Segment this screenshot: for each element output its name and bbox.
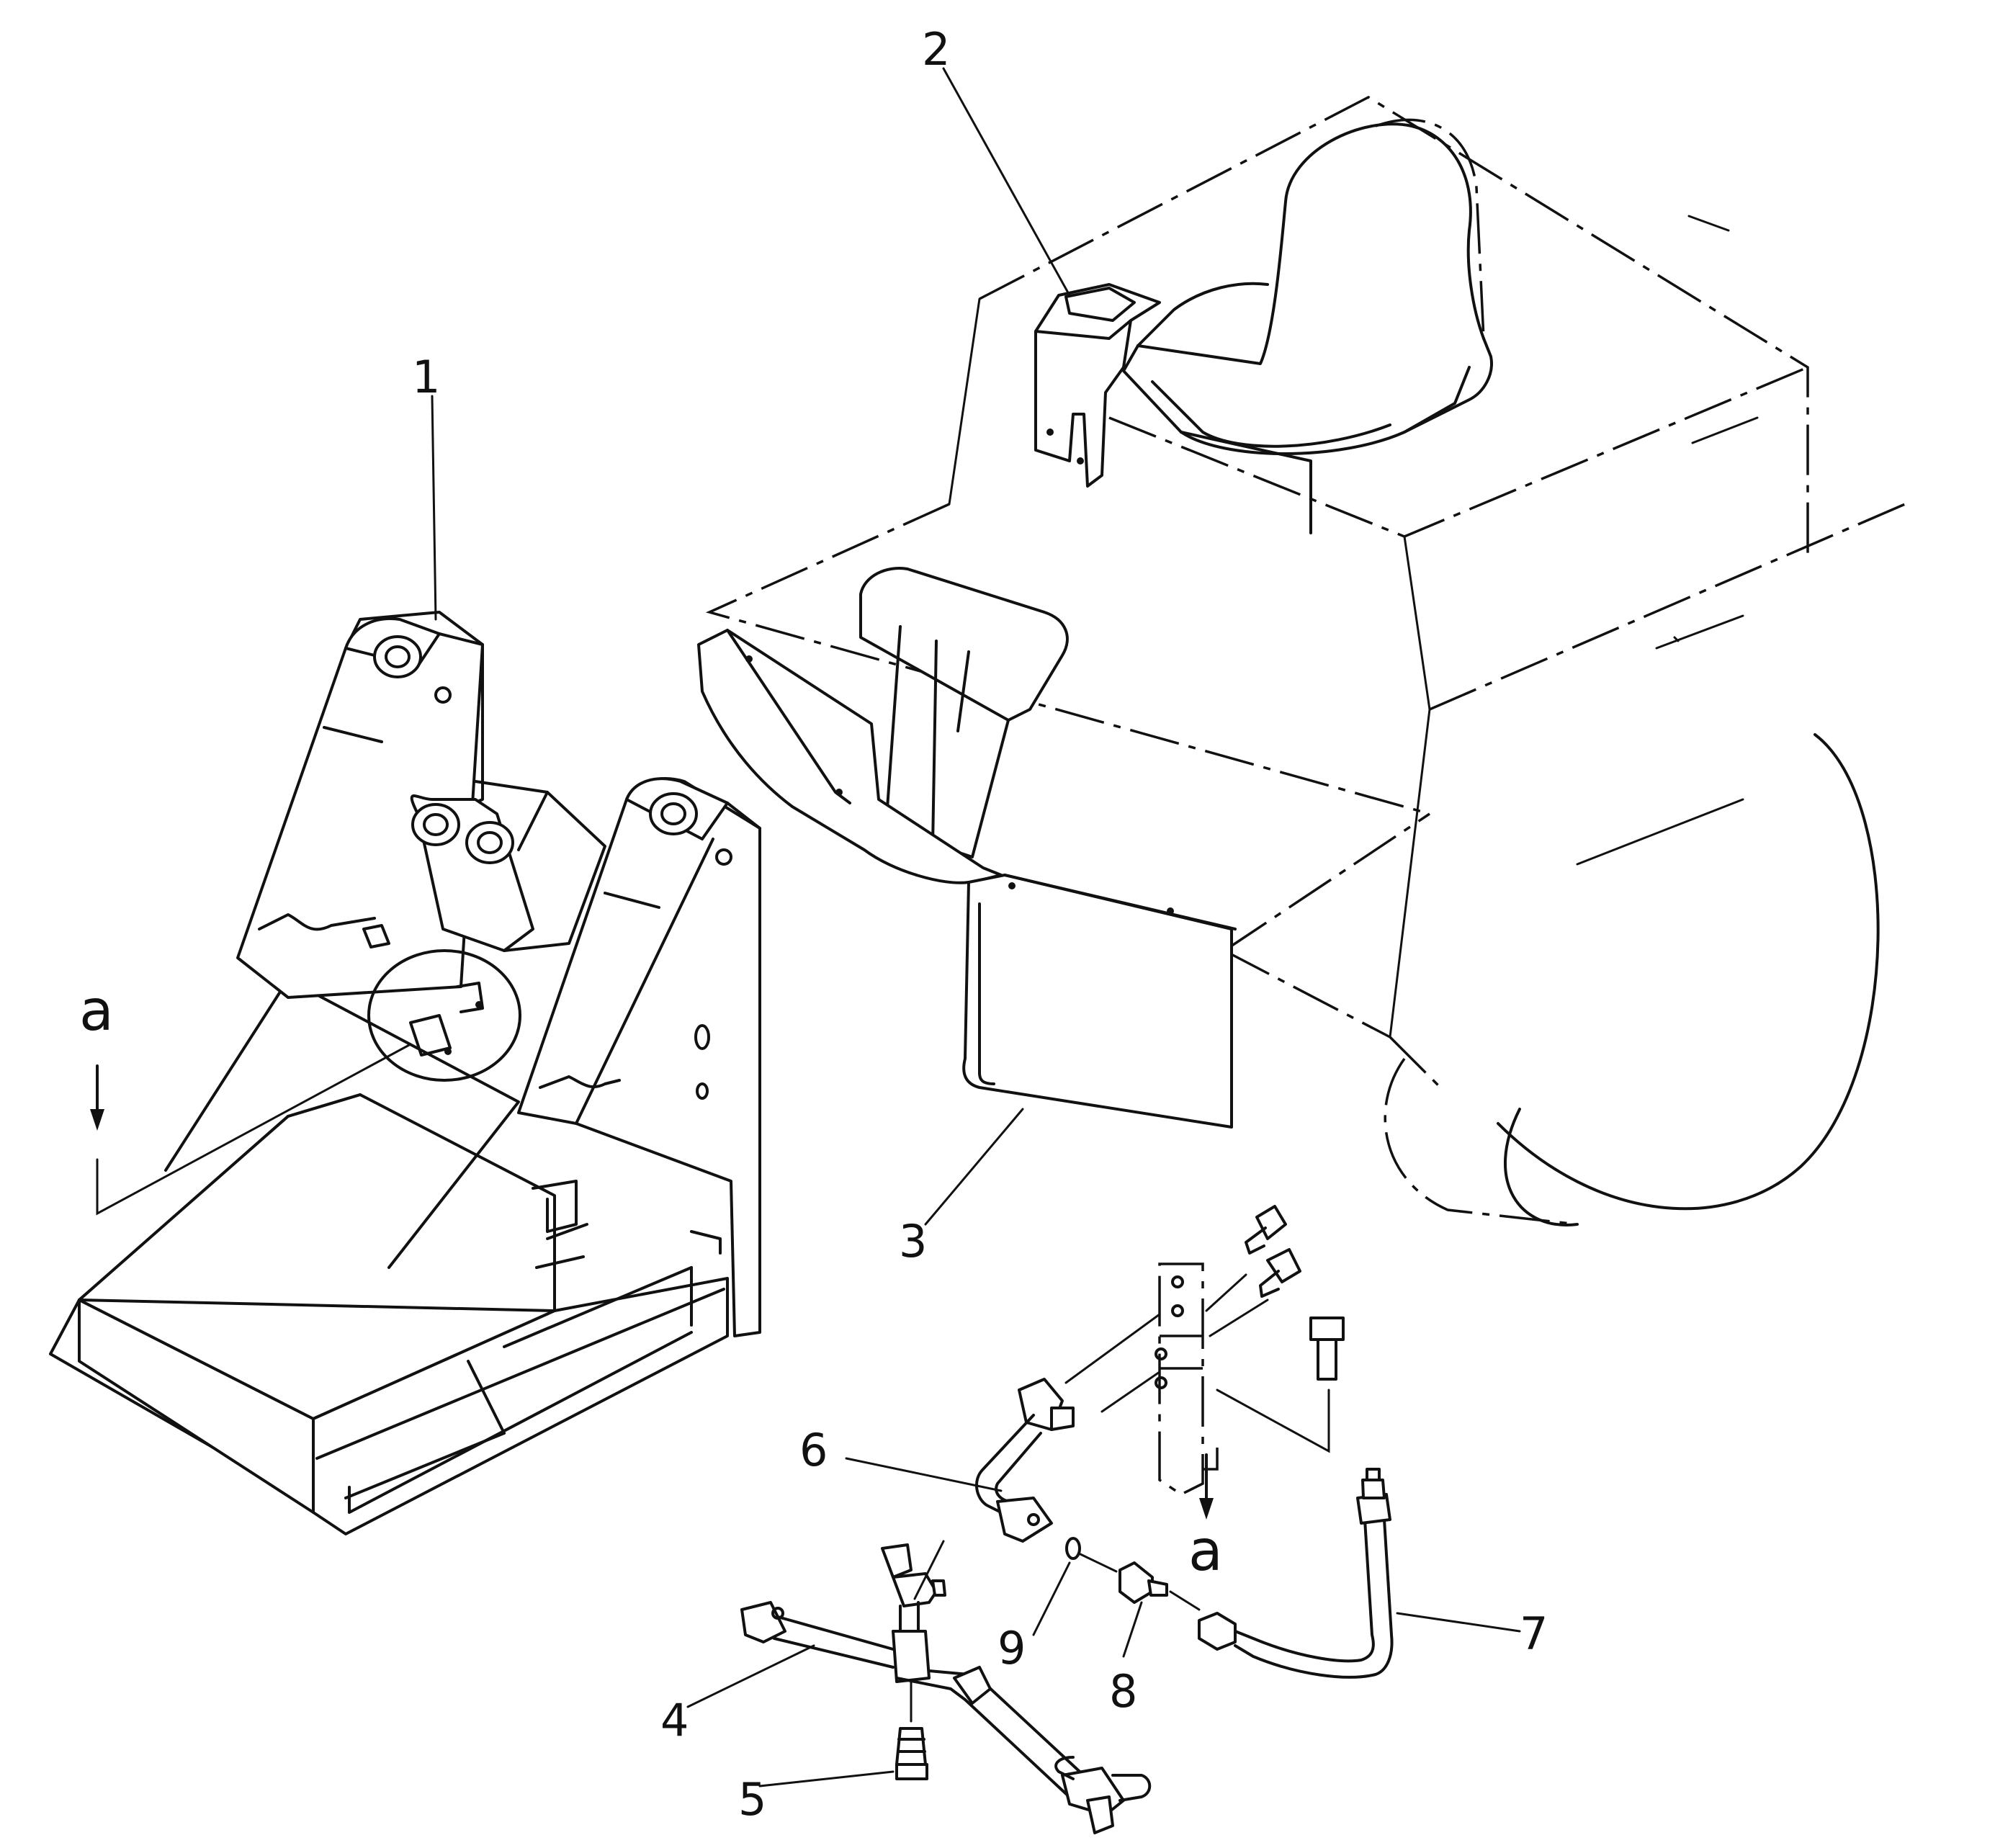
part-6-pipe xyxy=(974,1378,1075,1543)
part-4-manifold xyxy=(740,1543,1152,1834)
callout-2: 2 xyxy=(922,23,950,76)
machine-body-outline xyxy=(705,95,1906,1089)
callout-6: 6 xyxy=(799,1424,828,1476)
callout-5: 5 xyxy=(738,1773,766,1826)
part-2-console-bracket xyxy=(1034,283,1161,488)
part-1-front-frame xyxy=(49,611,761,1535)
mounting-bracket xyxy=(1064,1205,1345,1520)
steering-column xyxy=(859,567,1069,858)
part-5-fitting xyxy=(895,1680,928,1780)
callout-8: 8 xyxy=(1109,1665,1137,1718)
part-8-adapter xyxy=(1079,1553,1201,1611)
callout-4: 4 xyxy=(660,1694,689,1746)
rear-drum xyxy=(1384,733,1880,1226)
view-marker-a-left: a xyxy=(79,979,114,1044)
view-arrow-a-left xyxy=(90,1043,412,1216)
part-9-o-ring xyxy=(1065,1537,1081,1560)
callout-9: 9 xyxy=(998,1622,1026,1674)
callout-7: 7 xyxy=(1520,1607,1548,1660)
callout-1: 1 xyxy=(412,351,440,403)
part-7-pipe xyxy=(1198,1468,1394,1679)
callout-3: 3 xyxy=(899,1215,927,1268)
operator-seat xyxy=(1122,118,1493,534)
part-3-side-cover xyxy=(962,874,1237,1129)
leader-lines xyxy=(431,67,1521,1788)
view-marker-a-bottom: a xyxy=(1188,1519,1223,1584)
